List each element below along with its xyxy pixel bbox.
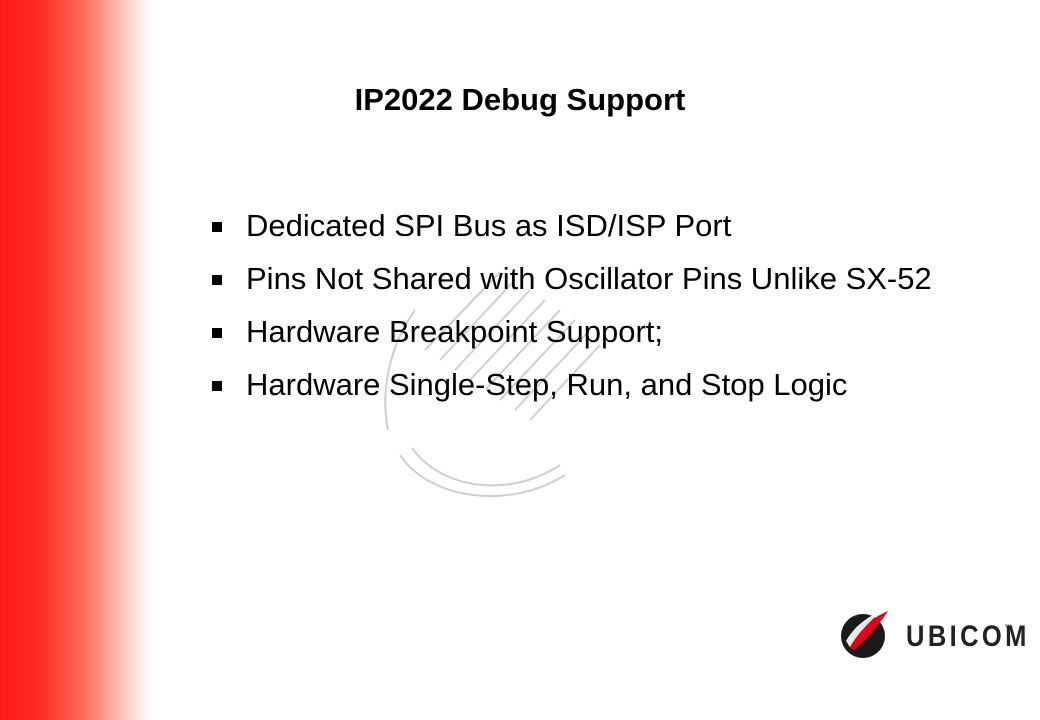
square-bullet-icon — [212, 222, 222, 232]
square-bullet-icon — [212, 275, 222, 285]
bullet-item: Hardware Single-Step, Run, and Stop Logi… — [210, 366, 1000, 403]
bullet-item: Pins Not Shared with Oscillator Pins Unl… — [210, 260, 1000, 297]
bullet-item: Hardware Breakpoint Support; — [210, 313, 1000, 350]
square-bullet-icon — [212, 328, 222, 338]
bullet-list: Dedicated SPI Bus as ISD/ISP Port Pins N… — [210, 207, 1000, 419]
bullet-text: Dedicated SPI Bus as ISD/ISP Port — [246, 208, 732, 243]
bullet-item: Dedicated SPI Bus as ISD/ISP Port — [210, 207, 1000, 244]
bullet-text: Hardware Breakpoint Support; — [246, 314, 664, 349]
ubicom-logo-text: UBICOM — [906, 620, 1030, 653]
bullet-text: Hardware Single-Step, Run, and Stop Logi… — [246, 367, 848, 402]
bullet-text: Pins Not Shared with Oscillator Pins Unl… — [246, 261, 932, 296]
side-gradient-bar — [0, 0, 150, 720]
watermark-graphic — [384, 271, 601, 498]
trademark-symbol: ™ — [1004, 623, 1012, 632]
ubicom-logo-icon — [841, 611, 888, 658]
square-bullet-icon — [212, 381, 222, 391]
slide-title: IP2022 Debug Support — [354, 82, 686, 117]
ubicom-logo: UBICOM ™ — [836, 603, 1026, 663]
